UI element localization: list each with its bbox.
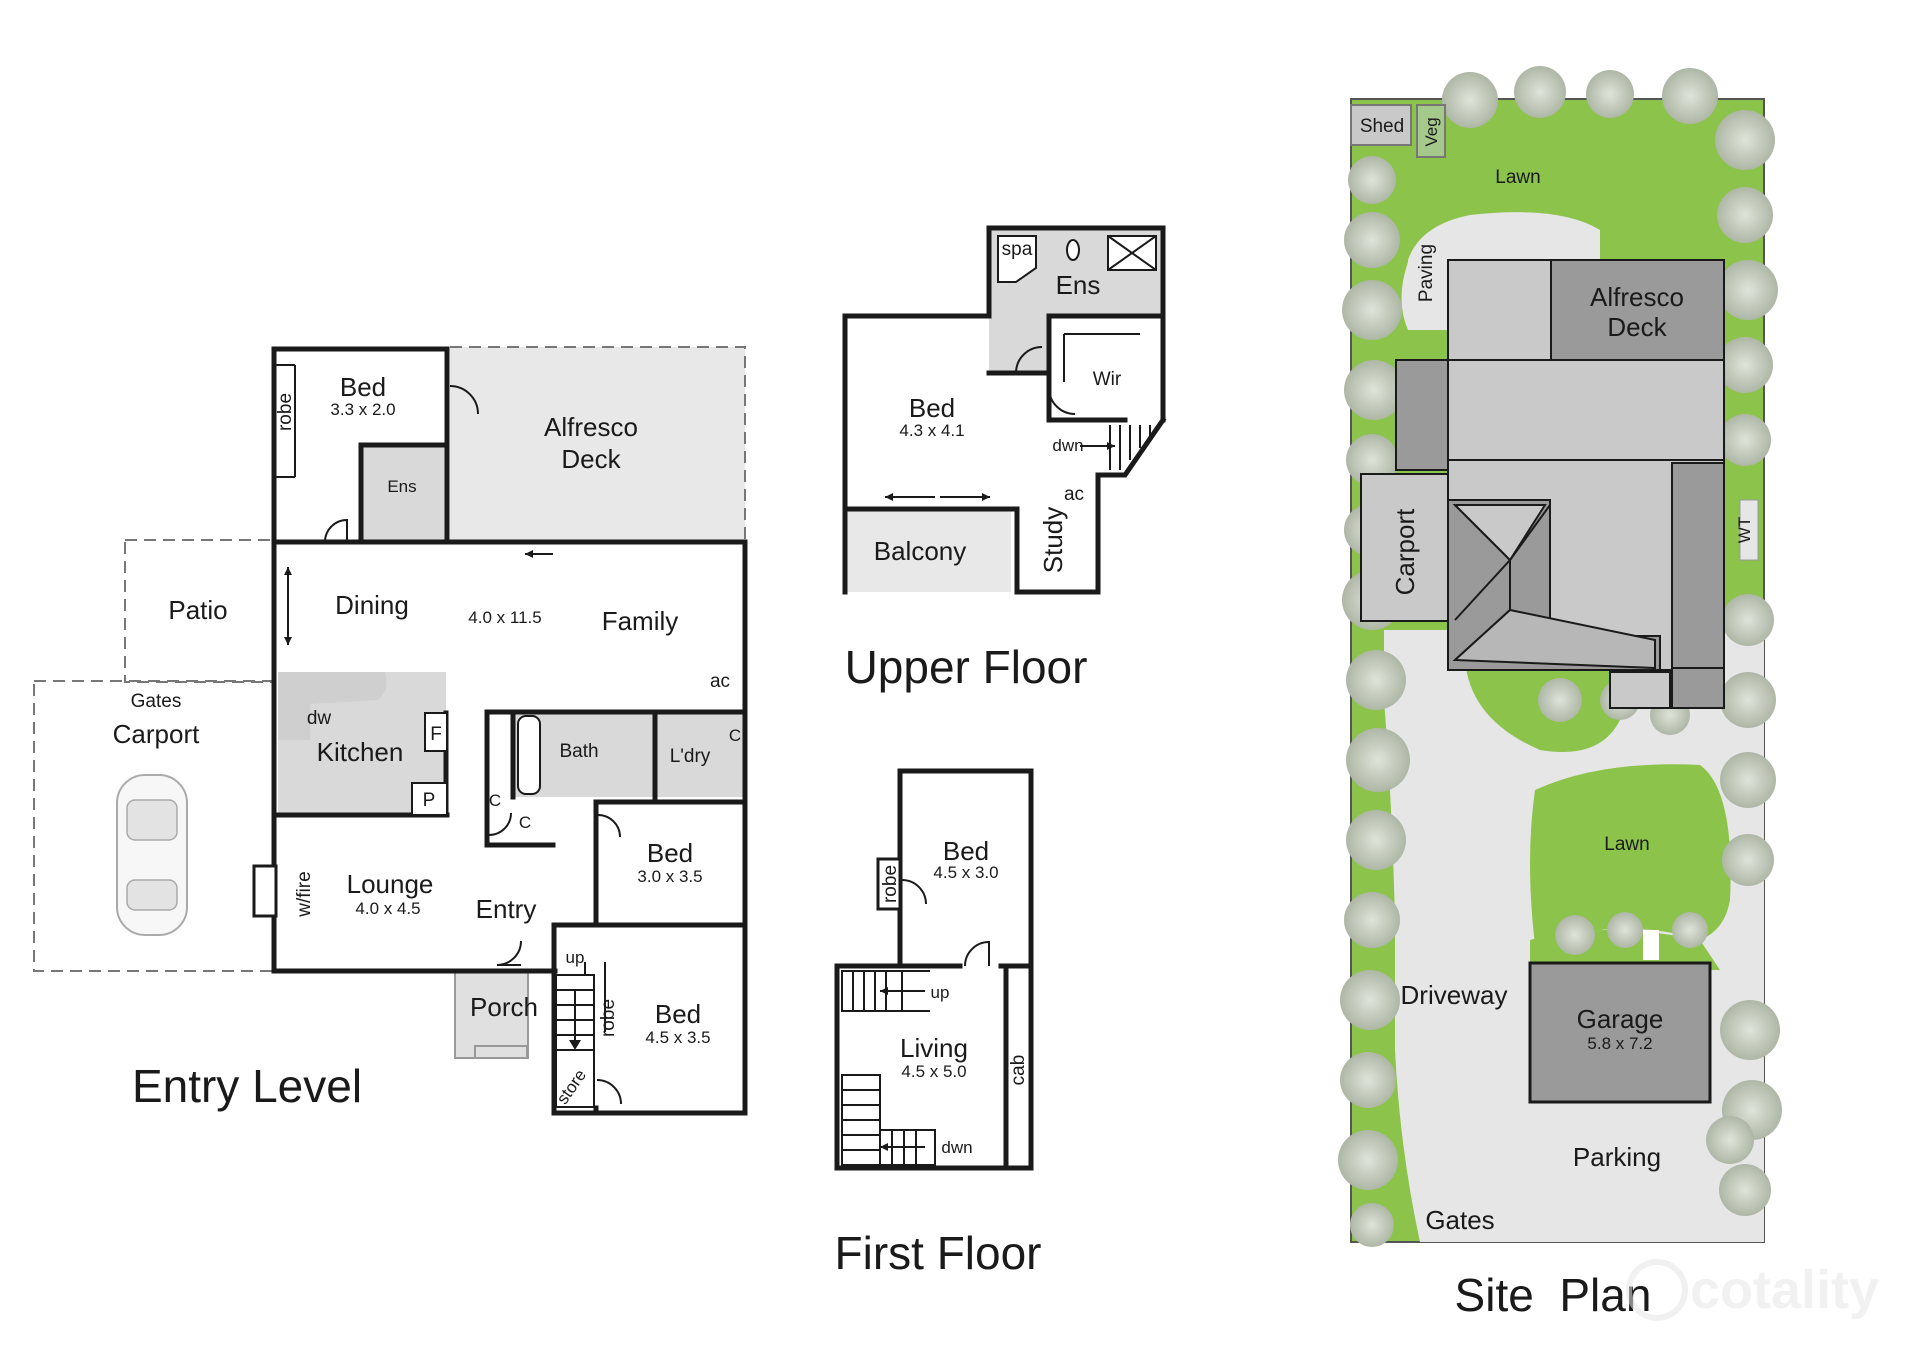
alfresco-label-line2: Deck (1607, 312, 1667, 342)
shed (1350, 104, 1412, 146)
living-size: 4.0 x 11.5 (468, 608, 541, 627)
ac-label: ac (1064, 484, 1084, 505)
ensuite-label: Ens (1056, 270, 1101, 300)
living-label: Living (900, 1033, 968, 1063)
upper-floor-title: Upper Floor (845, 641, 1088, 693)
dining-label: Dining (335, 590, 409, 620)
bed-size: 4.5 x 3.5 (645, 1028, 710, 1047)
water-tank-label: WT (1735, 517, 1754, 543)
cupboard-label: C (519, 813, 531, 832)
bed-size: 3.0 x 3.5 (637, 867, 702, 886)
site-plan: Shed Veg Lawn Paving Alfresco Deck Carpo… (1338, 66, 1782, 1321)
alfresco-label-line1: Alfresco (544, 412, 638, 442)
lounge-label: Lounge (347, 869, 434, 899)
family-label: Family (602, 606, 679, 636)
first-floor-stairs (841, 970, 936, 1166)
gates-label: Gates (1425, 1205, 1494, 1235)
ensuite-entry (361, 445, 448, 541)
entry-level-title: Entry Level (132, 1060, 362, 1112)
wood-fire-label: w/fire (294, 871, 315, 917)
driveway-label: Driveway (1401, 980, 1508, 1010)
up-label: up (566, 948, 585, 967)
ensuite-label: Ens (387, 477, 416, 496)
gates-label: Gates (131, 691, 182, 712)
cupboard-label: C (729, 726, 741, 745)
pantry-label: P (423, 790, 436, 811)
house-roof (1360, 259, 1725, 709)
dishwasher-label: dw (307, 708, 332, 729)
site-plan-title: Site Plan (1455, 1269, 1652, 1321)
ac-label: ac (710, 671, 730, 692)
kitchen-label: Kitchen (317, 737, 404, 767)
entry-label: Entry (476, 894, 537, 924)
bed-label: Bed (647, 838, 693, 868)
walk-in-robe-label: Wir (1093, 369, 1122, 390)
entry-stairs (555, 974, 595, 1108)
fridge-label: F (430, 724, 442, 745)
robe-label: robe (598, 999, 619, 1037)
first-floor-plan: Bed 4.5 x 3.0 robe up Living 4.5 x 5.0 c… (834, 768, 1042, 1279)
robe-label: robe (275, 393, 296, 431)
garage-roof (1528, 961, 1712, 1104)
bed-size: 4.5 x 3.0 (933, 863, 998, 882)
veg-patch (1416, 104, 1446, 158)
car-icon (116, 774, 188, 936)
first-floor-title: First Floor (835, 1227, 1042, 1279)
alfresco-label-line1: Alfresco (1590, 282, 1684, 312)
alfresco-deck-area (450, 347, 745, 542)
bed-label: Bed (909, 393, 955, 423)
entry-level-plan: Bed 3.3 x 2.0 robe Ens Alfresco Deck Pat… (33, 346, 748, 1116)
parking-label: Parking (1573, 1142, 1661, 1172)
garage-size: 5.8 x 7.2 (1587, 1034, 1652, 1053)
living-size: 4.5 x 5.0 (901, 1062, 966, 1081)
bed-size: 4.3 x 4.1 (899, 421, 964, 440)
alfresco-label-line2: Deck (561, 444, 621, 474)
bed-label: Bed (943, 836, 989, 866)
shed-label: Shed (1360, 116, 1404, 137)
lounge-size: 4.0 x 4.5 (355, 899, 420, 918)
watermark-text: cotality (1690, 1260, 1879, 1320)
bath-label: Bath (559, 741, 598, 762)
cabinet-label: cab (1008, 1055, 1029, 1086)
cotality-watermark: cotality (1626, 1259, 1879, 1321)
balcony-area (845, 509, 1011, 592)
laundry (657, 712, 743, 797)
study-label: Study (1038, 507, 1068, 574)
laundry-label: L'dry (670, 746, 711, 767)
lawn-label: Lawn (1495, 167, 1540, 188)
robe-label: robe (880, 865, 901, 903)
up-label: up (931, 983, 950, 1002)
upper-stairs (1080, 425, 1151, 470)
bed-label: Bed (655, 999, 701, 1029)
down-label: dwn (1052, 436, 1083, 455)
cupboard-label: C (489, 791, 501, 810)
bed-label: Bed (340, 372, 386, 402)
porch-area (454, 971, 529, 1059)
lawn-label: Lawn (1604, 834, 1649, 855)
veg-label: Veg (1422, 117, 1441, 146)
upper-floor-plan: spa Ens Wir Bed 4.3 x 4.1 dwn ac Study B… (842, 225, 1167, 693)
carport-label: Carport (1390, 508, 1420, 595)
paving-label: Paving (1416, 244, 1437, 302)
balcony-label: Balcony (874, 536, 967, 566)
garage-label: Garage (1577, 1004, 1664, 1034)
bed-size: 3.3 x 2.0 (330, 400, 395, 419)
spa-label: spa (1002, 239, 1033, 260)
patio-label: Patio (168, 595, 227, 625)
porch-label: Porch (470, 992, 538, 1022)
down-label: dwn (941, 1138, 972, 1157)
carport-label: Carport (113, 719, 200, 749)
